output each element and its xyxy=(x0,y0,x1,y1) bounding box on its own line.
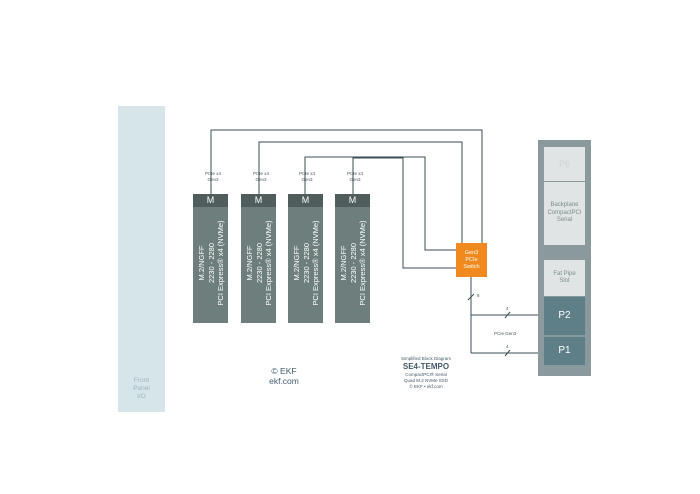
pcie-gen-label: PCIe Gen3 xyxy=(494,331,517,336)
slot-p6: P6 xyxy=(544,147,585,181)
copyright-block: © EKF ekf.com xyxy=(265,366,303,386)
lane-mark-p1 xyxy=(504,349,511,357)
backplane-label-3: Serial xyxy=(556,217,573,224)
switch-label-gen: Gen3 xyxy=(464,249,479,256)
wire-module-1 xyxy=(210,129,483,243)
m2-module-4: M M.2/NGFF 2230 - 2280 PCI Express® x4 (… xyxy=(335,194,370,323)
pcie-label-module-1: PCIe x4 Gen3 xyxy=(204,171,221,182)
caption-title: Simplified Block Diagram xyxy=(400,356,452,361)
backplane-rack: P6 Backplane CompactPCI Serial Fat Pipe … xyxy=(538,140,591,376)
caption-product: SE4-TEMPO xyxy=(402,362,450,371)
m2-module-interface: PCI Express® x4 (NVMe) xyxy=(215,219,225,306)
m2-module-header: M xyxy=(241,194,276,207)
m2-module-size: 2230 - 2280 xyxy=(253,242,263,283)
website-line: ekf.com xyxy=(269,376,299,386)
m2-module-type: M.2/NGFF xyxy=(338,245,348,280)
backplane-label-1: Backplane xyxy=(550,202,579,209)
m2-module-size: 2230 - 2280 xyxy=(300,242,310,283)
m2-module-size: 2230 - 2280 xyxy=(347,242,357,283)
m2-module-header: M xyxy=(193,194,228,207)
switch-label-pcie: PCIe xyxy=(465,256,478,263)
m2-module-interface: PCI Express® x4 (NVMe) xyxy=(263,219,273,306)
wire-module-2 xyxy=(258,141,463,243)
backplane-label-2: CompactPCI xyxy=(547,209,582,216)
connector-p2: P2 xyxy=(544,297,585,335)
caption-line-1: CompactPCI® Serial xyxy=(405,372,447,377)
slot-backplane: Backplane CompactPCI Serial xyxy=(544,182,585,245)
fatpipe-label-2: Slot xyxy=(559,278,570,284)
m2-module-interface: PCI Express® x4 (NVMe) xyxy=(357,219,367,306)
m2-module-header: M xyxy=(288,194,323,207)
front-panel-label: Front Panel I/O xyxy=(133,377,150,400)
switch-label-switch: Switch xyxy=(463,263,480,270)
diagram-caption: Simplified Block Diagram SE4-TEMPO Compa… xyxy=(386,356,466,390)
m2-module-2: M M.2/NGFF 2230 - 2280 PCI Express® x4 (… xyxy=(241,194,276,323)
pcie-switch: Gen3 PCIe Switch xyxy=(456,243,487,277)
pcie-label-module-4: PCIe x4 Gen3 xyxy=(346,171,363,182)
m2-module-3: M M.2/NGFF 2230 - 2280 PCI Express® x4 (… xyxy=(288,194,323,323)
pcie-label-module-2: PCIe x4 Gen3 xyxy=(252,171,269,182)
pcie-label-module-3: PCIe x4 Gen3 xyxy=(298,171,315,182)
p1-lane-count: 4 xyxy=(506,344,509,349)
fatpipe-label-1: Fat Pipe xyxy=(553,270,576,277)
m2-module-type: M.2/NGFF xyxy=(196,245,206,280)
lane-mark-p2 xyxy=(504,311,511,319)
switch-lane-count: 8 xyxy=(477,293,480,298)
connector-p1: P1 xyxy=(544,337,585,365)
m2-module-1: M M.2/NGFF 2230 - 2280 PCI Express® x4 (… xyxy=(193,194,228,323)
m2-module-type: M.2/NGFF xyxy=(244,245,254,280)
wire-module-3 xyxy=(304,156,456,251)
copyright-line: © EKF xyxy=(271,366,297,376)
lane-mark-switch xyxy=(467,293,475,301)
m2-module-type: M.2/NGFF xyxy=(291,245,301,280)
caption-line-3: © EKF • ekf.com xyxy=(409,384,443,389)
caption-line-2: Quad M.2 NVMe SSD xyxy=(403,378,448,383)
m2-module-interface: PCI Express® x4 (NVMe) xyxy=(310,219,320,306)
m2-module-header: M xyxy=(335,194,370,207)
p2-lane-count: 4 xyxy=(506,306,509,311)
wire-module-4 xyxy=(352,157,456,269)
m2-module-size: 2230 - 2280 xyxy=(205,242,215,283)
front-panel-io xyxy=(118,106,165,412)
slot-fat-pipe: Fat Pipe Slot xyxy=(544,260,585,296)
